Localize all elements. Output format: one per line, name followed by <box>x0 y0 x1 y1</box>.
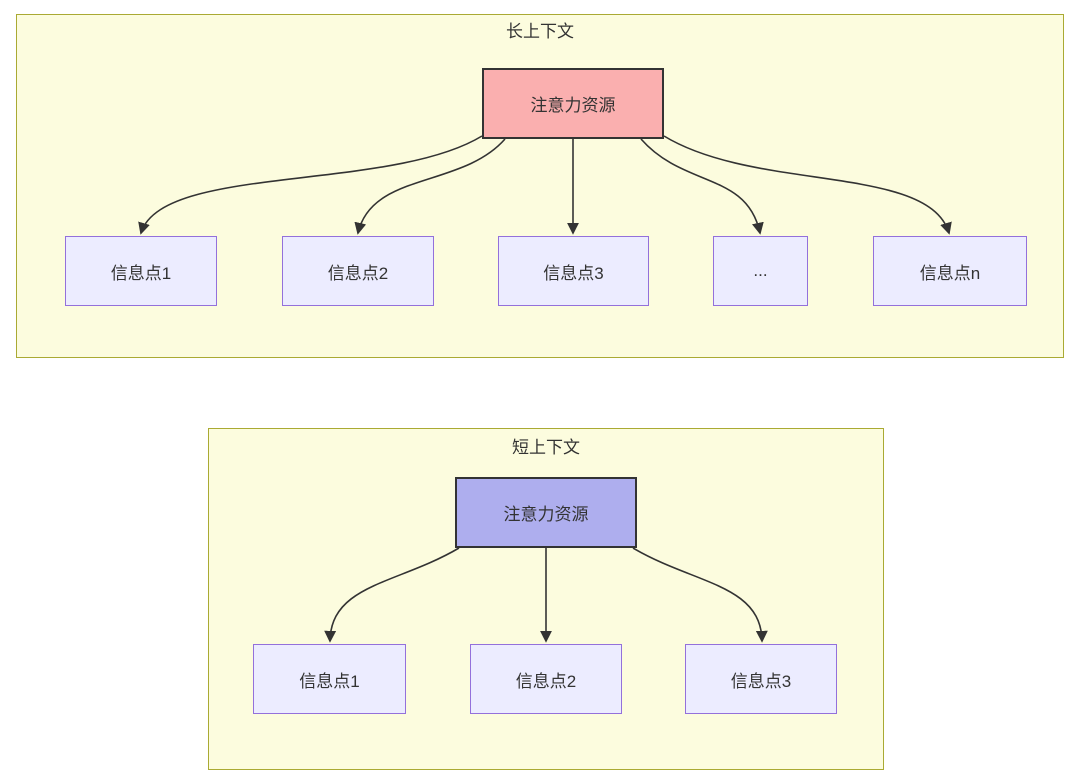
node-long-info-dots: ... <box>713 236 808 306</box>
cluster-long-context-title: 长上下文 <box>506 22 574 41</box>
node-long-info-1: 信息点1 <box>65 236 217 306</box>
node-long-info-2: 信息点2 <box>282 236 434 306</box>
node-short-info-3: 信息点3 <box>685 644 837 714</box>
cluster-short-context-title: 短上下文 <box>512 438 580 457</box>
node-attention-short: 注意力资源 <box>455 477 637 548</box>
cluster-long-context: 长上下文 <box>16 14 1064 358</box>
node-short-info-1: 信息点1 <box>253 644 406 714</box>
node-attention-long: 注意力资源 <box>482 68 664 139</box>
node-long-info-3: 信息点3 <box>498 236 649 306</box>
node-long-info-n: 信息点n <box>873 236 1027 306</box>
node-short-info-2: 信息点2 <box>470 644 622 714</box>
